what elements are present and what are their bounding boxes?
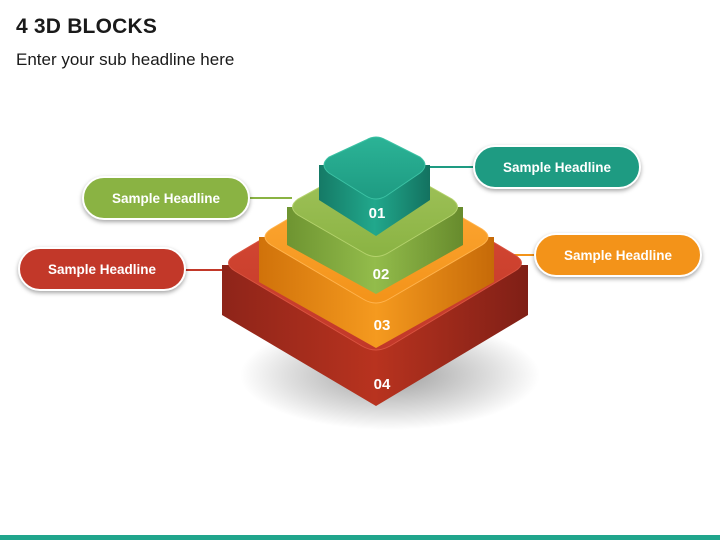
block-number-01: 01 — [369, 205, 386, 222]
block-01-top — [323, 136, 426, 200]
callout-04: Sample Headline — [18, 247, 186, 291]
block-number-02: 02 — [373, 266, 390, 283]
callout-01-label: Sample Headline — [502, 159, 612, 175]
page-title: 4 3D BLOCKS — [16, 15, 158, 38]
page-subtitle: Enter your sub headline here — [16, 50, 235, 69]
callout-03: Sample Headline — [534, 233, 702, 277]
footer-bar — [0, 535, 720, 540]
callout-04-label: Sample Headline — [47, 261, 157, 277]
callout-02-label: Sample Headline — [111, 190, 221, 206]
callout-03-label: Sample Headline — [563, 247, 673, 263]
block-number-04: 04 — [374, 376, 391, 393]
block-01 — [319, 136, 430, 236]
callout-01: Sample Headline — [473, 145, 641, 189]
callout-02: Sample Headline — [82, 176, 250, 220]
block-number-03: 03 — [374, 317, 391, 334]
